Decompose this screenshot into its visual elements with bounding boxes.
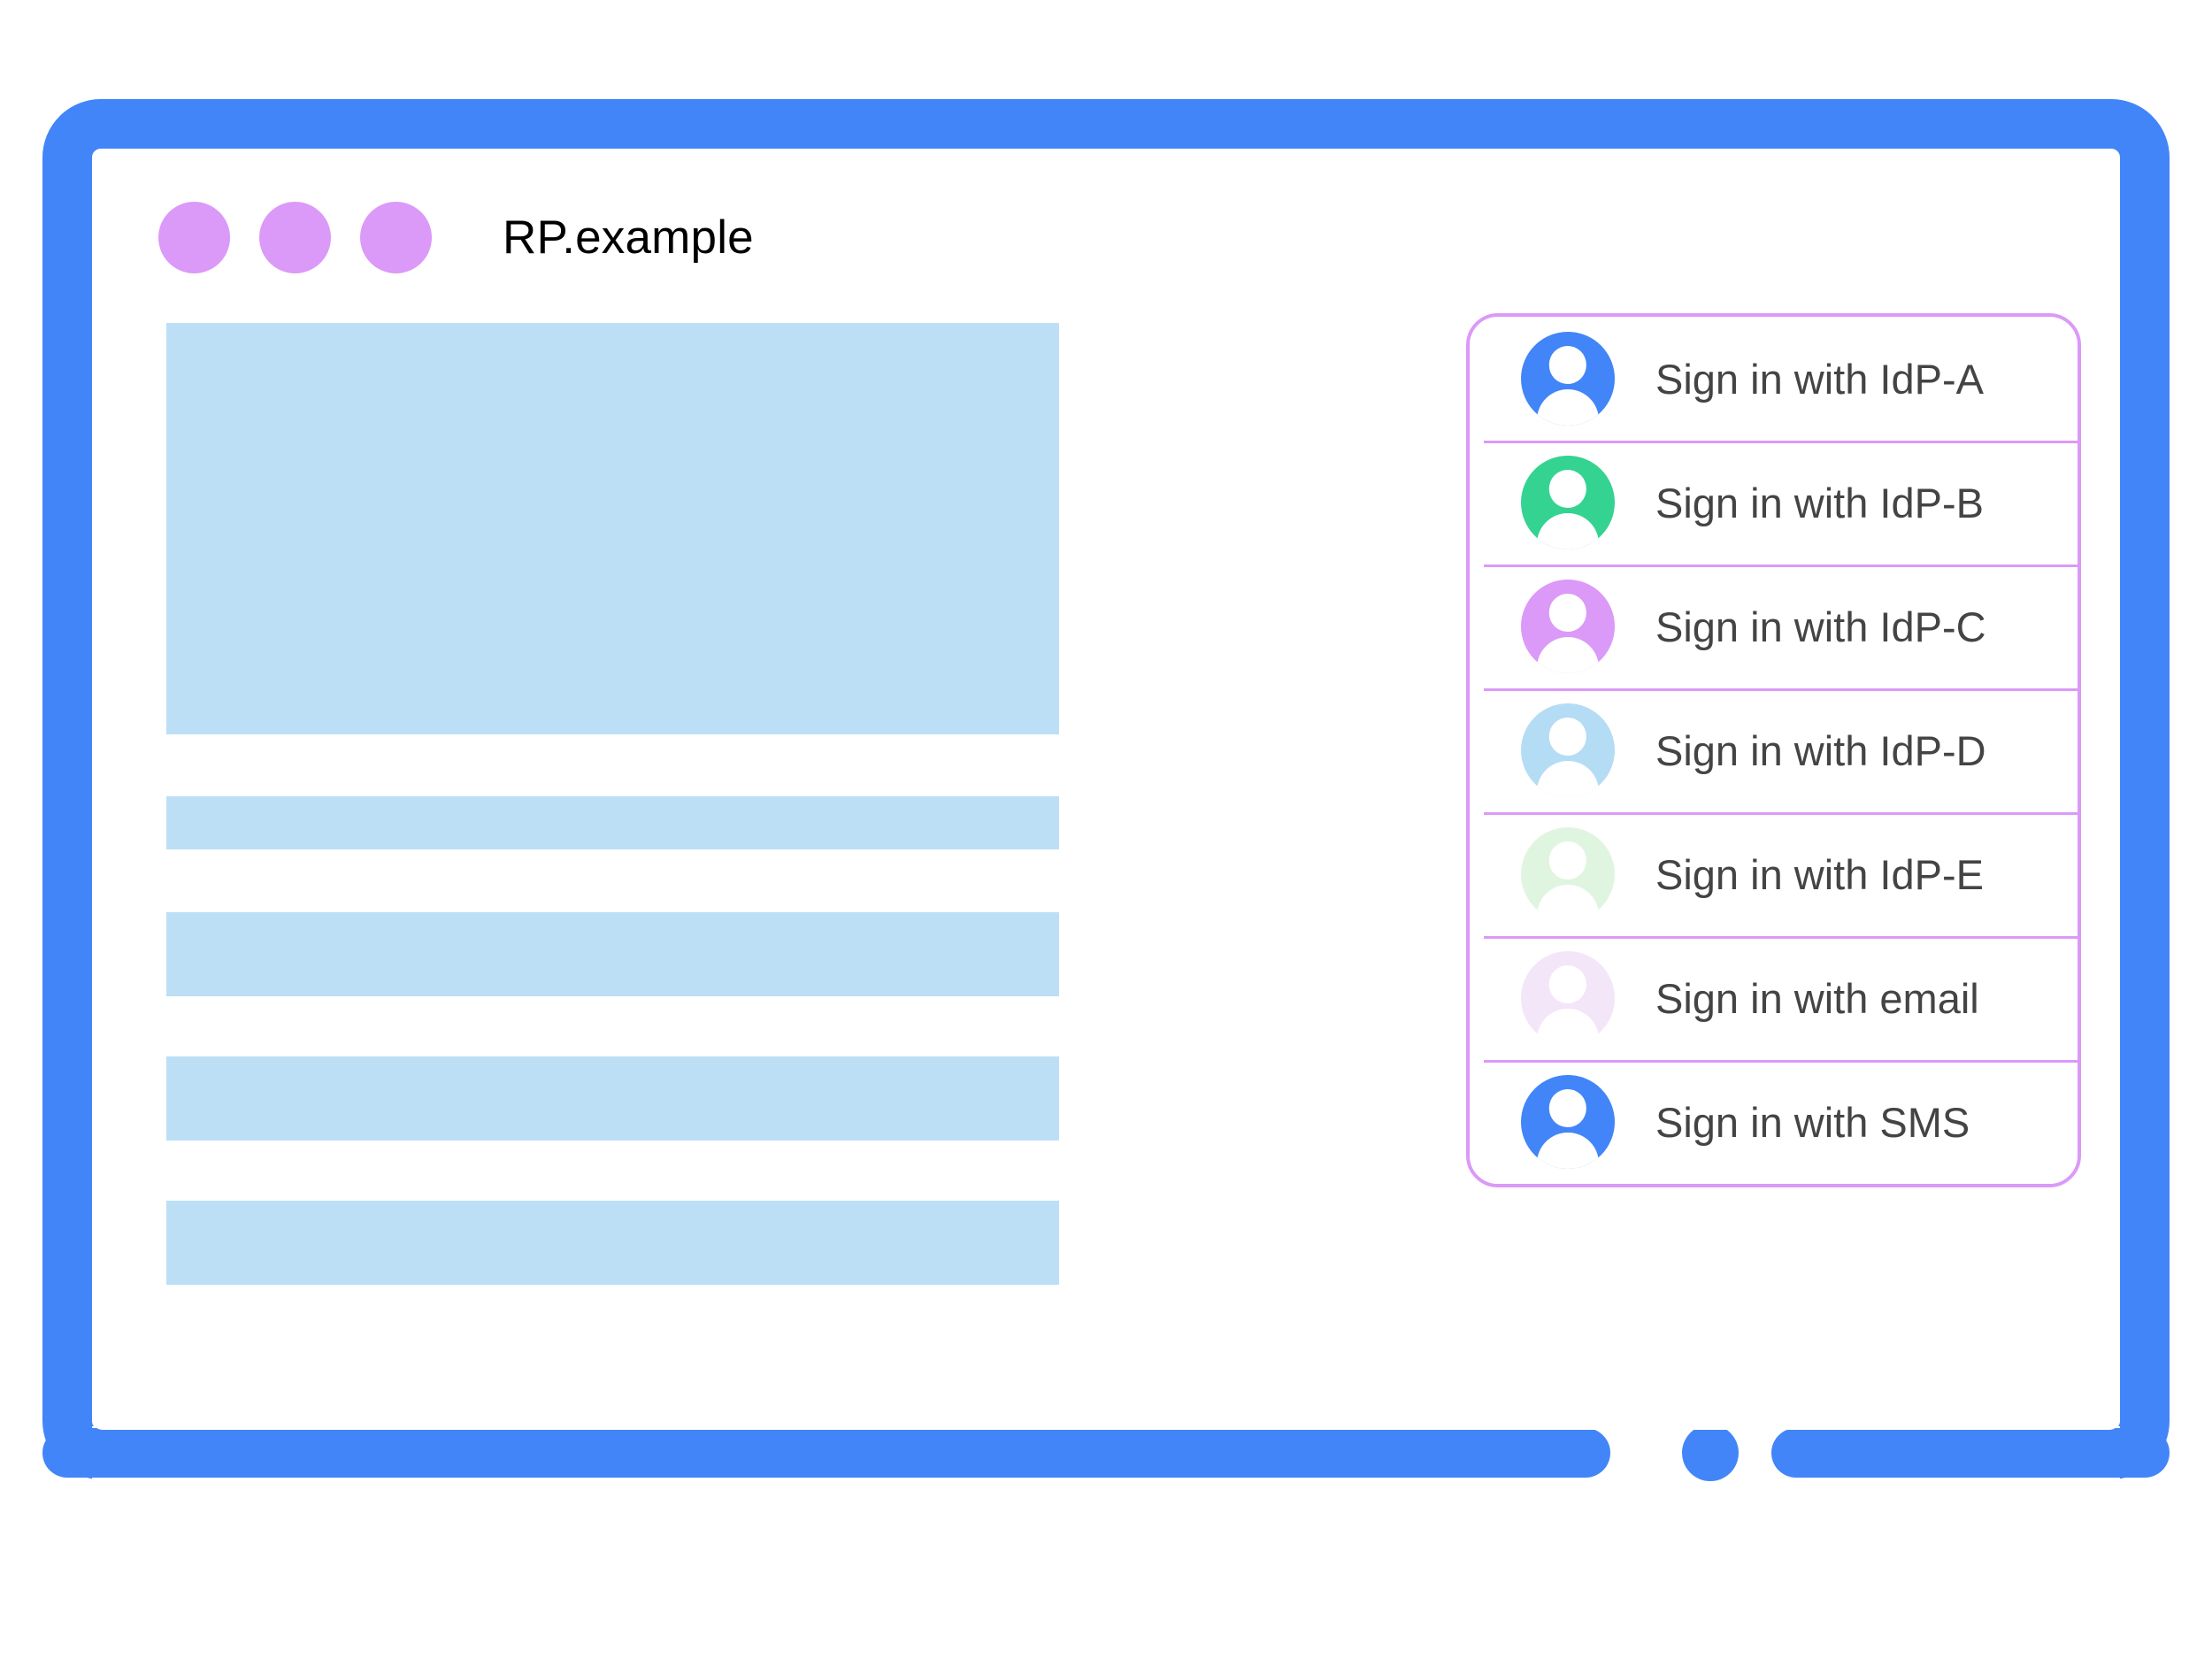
text-placeholder-4 xyxy=(166,1201,1059,1285)
account-row[interactable]: Sign in with IdP-A xyxy=(1470,317,2078,441)
avatar-shoulders xyxy=(1537,1133,1599,1169)
account-avatar-icon xyxy=(1521,951,1615,1045)
avatar-head xyxy=(1548,1089,1587,1127)
account-row[interactable]: Sign in with IdP-B xyxy=(1470,441,2078,565)
text-placeholder-1 xyxy=(166,796,1059,849)
account-avatar-icon xyxy=(1521,332,1615,426)
account-row[interactable]: Sign in with SMS xyxy=(1470,1060,2078,1184)
avatar-head xyxy=(1548,718,1587,756)
window-controls xyxy=(158,201,432,273)
window-dot-1[interactable] xyxy=(158,201,230,273)
avatar-shoulders xyxy=(1537,1009,1599,1045)
account-row[interactable]: Sign in with email xyxy=(1470,936,2078,1060)
avatar-head xyxy=(1548,470,1587,508)
account-label: Sign in with SMS xyxy=(1655,1098,1970,1146)
account-row[interactable]: Sign in with IdP-C xyxy=(1470,565,2078,688)
account-label: Sign in with IdP-B xyxy=(1655,479,1984,526)
bottom-bezel-bar-left xyxy=(42,1428,1610,1478)
account-row[interactable]: Sign in with IdP-D xyxy=(1470,688,2078,812)
avatar-head xyxy=(1548,965,1587,1003)
account-avatar-icon xyxy=(1521,827,1615,921)
account-avatar-icon xyxy=(1521,456,1615,549)
bottom-bezel-bar-right xyxy=(1771,1428,2170,1478)
content-skeleton xyxy=(166,323,1059,1285)
text-placeholder-2 xyxy=(166,912,1059,996)
text-placeholder-3 xyxy=(166,1056,1059,1141)
account-label: Sign in with IdP-D xyxy=(1655,726,1986,774)
avatar-shoulders xyxy=(1537,637,1599,673)
avatar-head xyxy=(1548,594,1587,632)
account-avatar-icon xyxy=(1521,703,1615,797)
hero-placeholder xyxy=(166,323,1059,734)
account-avatar-icon xyxy=(1521,580,1615,673)
window-dot-3[interactable] xyxy=(360,201,432,273)
titlebar: RP.example xyxy=(92,149,2120,326)
bottom-bezel-group xyxy=(42,1425,2170,1481)
avatar-shoulders xyxy=(1537,513,1599,549)
home-button[interactable] xyxy=(1682,1425,1739,1481)
account-label: Sign in with IdP-E xyxy=(1655,850,1984,898)
account-label: Sign in with IdP-A xyxy=(1655,355,1984,403)
account-label: Sign in with IdP-C xyxy=(1655,603,1986,650)
account-avatar-icon xyxy=(1521,1075,1615,1169)
avatar-shoulders xyxy=(1537,885,1599,921)
avatar-head xyxy=(1548,346,1587,384)
window-dot-2[interactable] xyxy=(259,201,331,273)
avatar-shoulders xyxy=(1537,761,1599,797)
avatar-head xyxy=(1548,841,1587,879)
page-title: RP.example xyxy=(503,211,754,264)
account-label: Sign in with email xyxy=(1655,974,1979,1022)
avatar-shoulders xyxy=(1537,389,1599,426)
account-row[interactable]: Sign in with IdP-E xyxy=(1470,812,2078,936)
account-chooser-panel: Sign in with IdP-A Sign in with IdP-B Sign… xyxy=(1466,313,2081,1187)
